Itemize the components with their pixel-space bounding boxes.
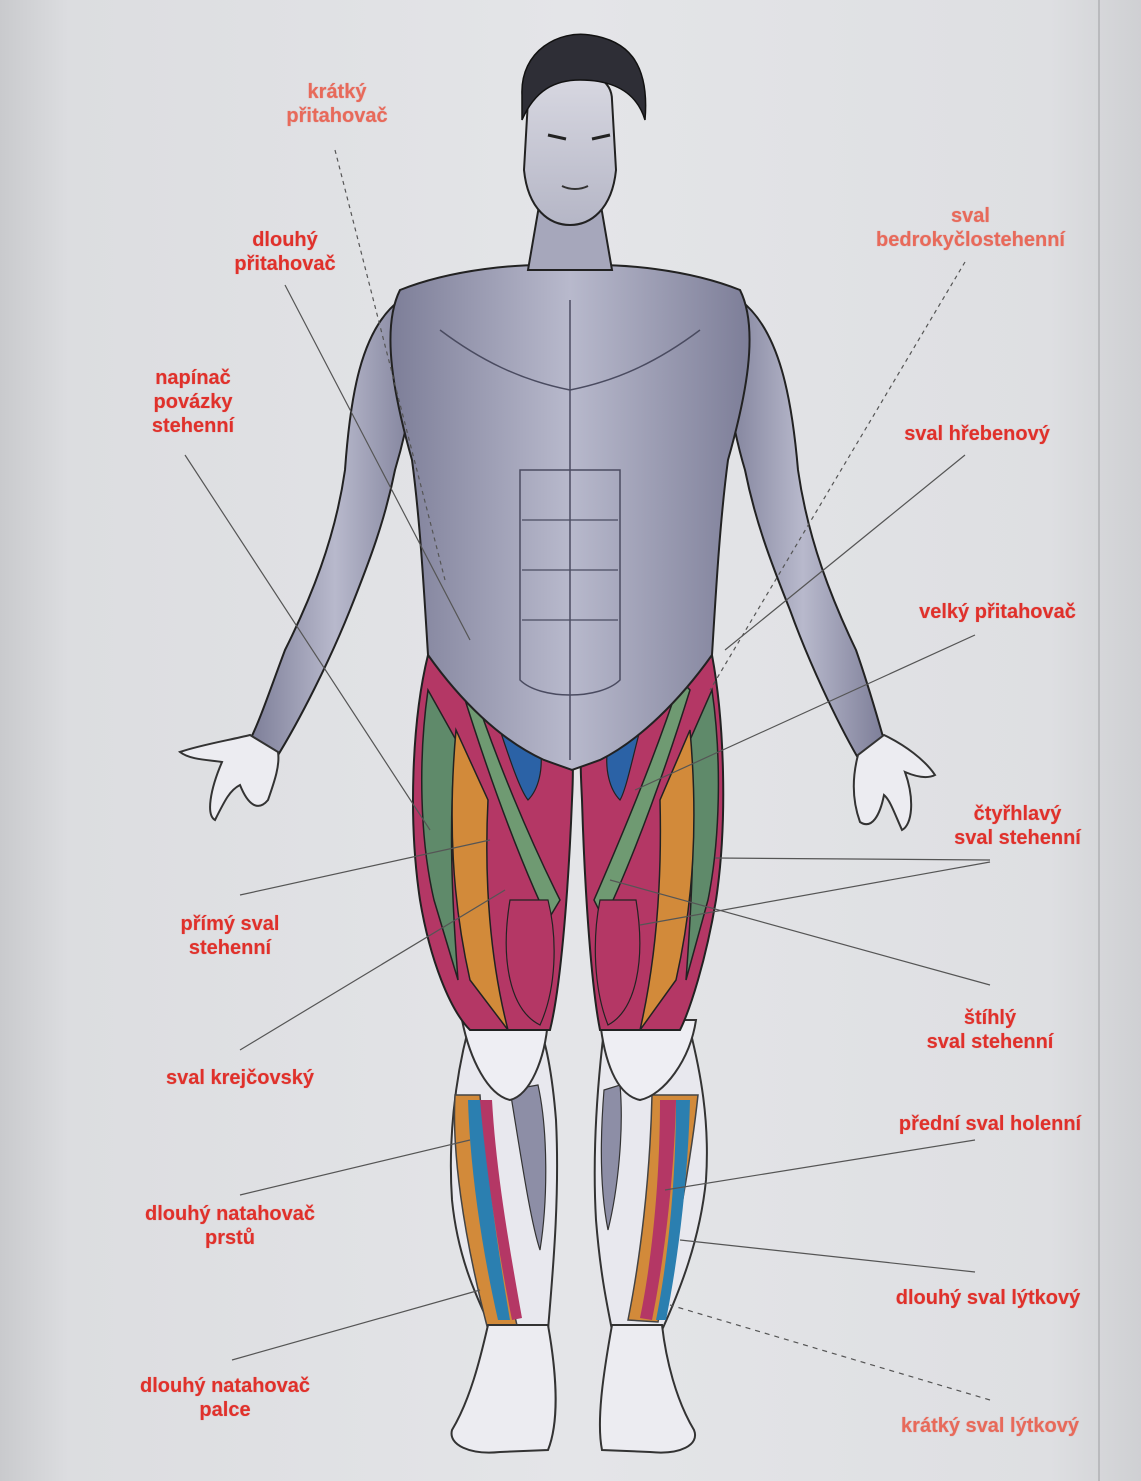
- label-kratky-sval-lytkovy: krátký sval lýtkový: [862, 1414, 1118, 1438]
- leader-dlouhy-sval-lytkovy: [680, 1240, 975, 1272]
- label-sval-hrebenovy: sval hřebenový: [872, 422, 1082, 446]
- label-line: dlouhý sval lýtkový: [858, 1286, 1118, 1310]
- label-line: přímý sval: [150, 912, 310, 936]
- label-line: dlouhý natahovač: [100, 1374, 350, 1398]
- label-napinac-povazky: napínač povázky stehenní: [118, 366, 268, 438]
- label-primy-sval: přímý sval stehenní: [150, 912, 310, 960]
- label-line: sval stehenní: [895, 1030, 1085, 1054]
- label-line: povázky: [118, 390, 268, 414]
- label-line: sval stehenní: [925, 826, 1110, 850]
- label-line: přitahovač: [205, 252, 365, 276]
- leader-predni-sval-holenni: [665, 1140, 975, 1190]
- label-line: prstů: [105, 1226, 355, 1250]
- label-line: napínač: [118, 366, 268, 390]
- label-line: dlouhý natahovač: [105, 1202, 355, 1226]
- label-line: sval krejčovský: [120, 1066, 360, 1090]
- leader-dlouhy-natahovac-prstu: [240, 1140, 470, 1195]
- label-dlouhy-natahovac-prstu: dlouhý natahovač prstů: [105, 1202, 355, 1250]
- label-dlouhy-natahovac-palce: dlouhý natahovač palce: [100, 1374, 350, 1422]
- label-line: sval hřebenový: [872, 422, 1082, 446]
- knees: [462, 1020, 696, 1100]
- label-predni-sval-holenni: přední sval holenní: [862, 1112, 1118, 1136]
- label-line: sval: [848, 204, 1093, 228]
- label-ctyrhlavy-sval: čtyřhlavý sval stehenní: [925, 802, 1110, 850]
- leader-dlouhy-natahovac-palce: [232, 1290, 480, 1360]
- label-line: krátký: [262, 80, 412, 104]
- leader-kratky-sval-lytkovy: [670, 1305, 990, 1400]
- label-line: stehenní: [150, 936, 310, 960]
- label-kratky-pritahovac: krátký přitahovač: [262, 80, 412, 128]
- feet: [452, 1325, 696, 1453]
- label-line: čtyřhlavý: [925, 802, 1110, 826]
- label-sval-bedrokyclostehenni: sval bedrokyčlostehenní: [848, 204, 1093, 252]
- label-line: štíhlý: [895, 1006, 1085, 1030]
- label-line: stehenní: [118, 414, 268, 438]
- label-dlouhy-pritahovac: dlouhý přitahovač: [205, 228, 365, 276]
- label-line: velký přitahovač: [885, 600, 1110, 624]
- label-line: bedrokyčlostehenní: [848, 228, 1093, 252]
- label-line: přitahovač: [262, 104, 412, 128]
- leader-ctyrhlavy-1: [715, 858, 990, 860]
- label-line: palce: [100, 1398, 350, 1422]
- label-line: krátký sval lýtkový: [862, 1414, 1118, 1438]
- right-arm: [722, 300, 935, 830]
- label-stihly-sval: štíhlý sval stehenní: [895, 1006, 1085, 1054]
- label-line: dlouhý: [205, 228, 365, 252]
- label-dlouhy-sval-lytkovy: dlouhý sval lýtkový: [858, 1286, 1118, 1310]
- label-velky-pritahovac: velký přitahovač: [885, 600, 1110, 624]
- head: [522, 34, 646, 270]
- label-line: přední sval holenní: [862, 1112, 1118, 1136]
- label-sval-krejcovsky: sval krejčovský: [120, 1066, 360, 1090]
